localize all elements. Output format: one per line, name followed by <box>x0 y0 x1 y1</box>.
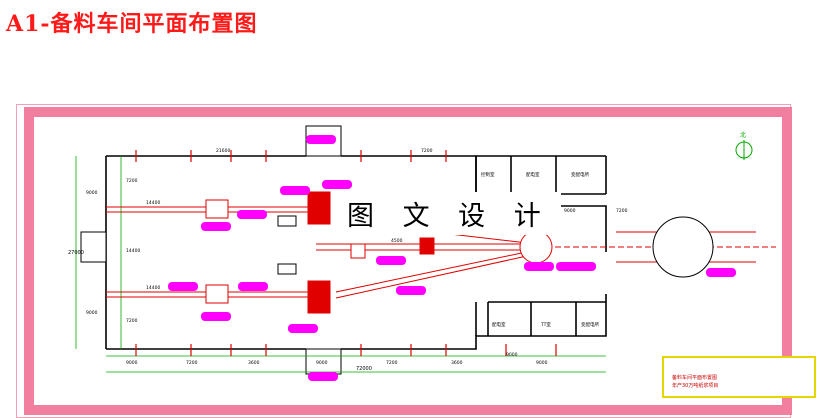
dim-bottom-seg: 9000 <box>126 360 138 366</box>
floor-plan: 北 72000 27000 14400 14400 4500 7200 9000… <box>16 104 792 418</box>
dim-bottom-seg: 7200 <box>186 360 198 366</box>
stair-openings <box>80 125 342 375</box>
title-block-title: 备料车间平面布置图 <box>672 375 718 381</box>
room-label: 配电室 <box>492 321 506 328</box>
dim-bottom-total: 72000 <box>356 366 372 372</box>
dim-top-span: 21600 <box>216 148 230 154</box>
dim-row-top: 14400 <box>146 200 160 206</box>
dim-left-total: 27000 <box>68 250 84 256</box>
dim-top-span: 7200 <box>421 148 433 154</box>
dim-bottom-seg: 7200 <box>386 360 398 366</box>
drawing-sheet: 北 72000 27000 14400 14400 4500 7200 9000… <box>16 104 820 418</box>
dim-inner-left: 7200 <box>126 318 138 324</box>
room-label: 变配电所 <box>571 171 589 178</box>
magenta-labels <box>168 135 736 381</box>
page-title: A1-备料车间平面布置图 <box>6 11 258 37</box>
dim-mid-h2: 7200 <box>616 208 628 214</box>
room-label: 变配电所 <box>581 321 599 328</box>
dim-inner-left: 7200 <box>126 178 138 184</box>
dimension-lines <box>75 156 606 373</box>
dim-mid-h: 4500 <box>391 238 403 244</box>
room-label: 配电室 <box>526 171 540 178</box>
north-arrow <box>735 140 753 160</box>
dim-left: 9000 <box>86 190 98 196</box>
dim-bottom-seg: 3600 <box>451 360 463 366</box>
room-label: 控制室 <box>481 171 495 178</box>
grid-ticks <box>135 150 557 356</box>
watermark: 图 文 设 计 <box>337 192 561 235</box>
dim-bottom-seg: 3600 <box>248 360 260 366</box>
dim-inner-left: 14400 <box>126 248 140 254</box>
room-label: TT室 <box>540 321 551 328</box>
north-arrow-label: 北 <box>740 131 746 139</box>
dim-left: 9000 <box>86 310 98 316</box>
machines <box>205 191 714 314</box>
title-block: 备料车间平面布置图 年产30万吨纸浆项目 <box>662 356 816 398</box>
dim-bottom-seg: 9000 <box>536 360 548 366</box>
pink-frame <box>24 107 792 415</box>
title-block-subtitle: 年产30万吨纸浆项目 <box>672 383 719 389</box>
dim-right: 9000 <box>506 352 518 358</box>
dim-right: 9000 <box>564 208 576 214</box>
dim-bottom-seg: 9000 <box>316 360 328 366</box>
dim-row-bottom: 14400 <box>146 285 160 291</box>
